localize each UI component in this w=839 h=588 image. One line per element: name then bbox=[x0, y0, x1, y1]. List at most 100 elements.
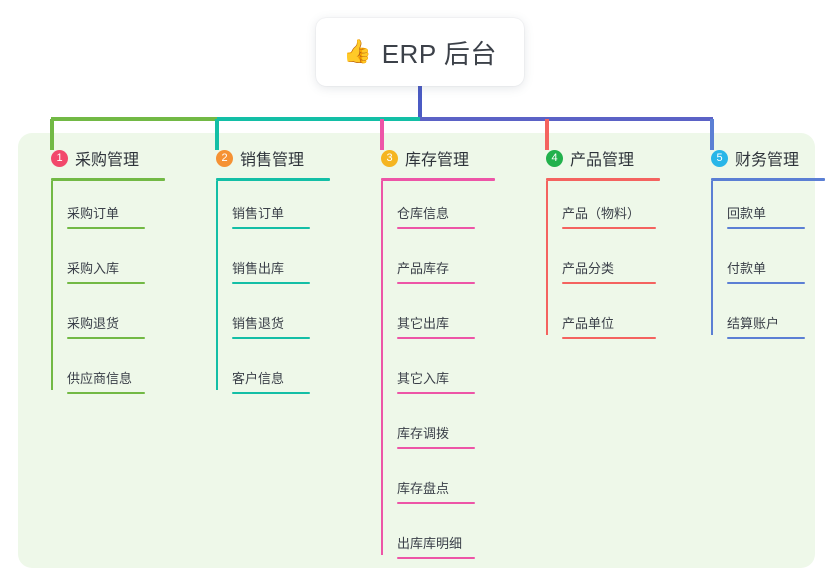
leaf-underline bbox=[727, 227, 805, 229]
column-spine-4 bbox=[546, 181, 548, 335]
root-title: ERP 后台 bbox=[381, 38, 497, 69]
column-spine-2 bbox=[216, 181, 218, 390]
leaf-underline bbox=[397, 282, 475, 284]
column-title-3: 库存管理 bbox=[405, 152, 470, 169]
diagram-panel bbox=[18, 133, 815, 568]
leaf-label: 付款单 bbox=[727, 261, 767, 276]
column-spine-3 bbox=[381, 181, 383, 555]
column-items-2: 销售订单销售出库销售退货客户信息 bbox=[198, 181, 348, 396]
column-underline-1 bbox=[51, 178, 165, 181]
leaf-label: 出库库明细 bbox=[397, 536, 463, 551]
column-spine-1 bbox=[51, 181, 53, 390]
leaf-item[interactable]: 其它出库 bbox=[381, 313, 475, 339]
column-title-1: 采购管理 bbox=[75, 152, 140, 169]
column-underline-3 bbox=[381, 178, 495, 181]
leaf-item[interactable]: 其它入库 bbox=[381, 368, 475, 394]
leaf-underline bbox=[232, 337, 310, 339]
leaf-label: 其它入库 bbox=[397, 371, 450, 386]
leaf-item[interactable]: 销售出库 bbox=[216, 258, 310, 284]
leaf-item[interactable]: 库存调拨 bbox=[381, 423, 475, 449]
thumbs-up-icon: 👍 bbox=[343, 38, 372, 65]
leaf-label: 结算账户 bbox=[727, 316, 780, 331]
leaf-label: 销售退货 bbox=[232, 316, 285, 331]
leaf-underline bbox=[397, 557, 475, 559]
leaf-item[interactable]: 库存盘点 bbox=[381, 478, 475, 504]
column-badge-1: 1 bbox=[51, 149, 68, 167]
column-items-1: 采购订单采购入库采购退货供应商信息 bbox=[33, 181, 183, 396]
leaf-item[interactable]: 付款单 bbox=[711, 258, 805, 284]
leaf-item[interactable]: 采购入库 bbox=[51, 258, 145, 284]
column-1: 1 采购管理采购订单采购入库采购退货供应商信息 bbox=[33, 146, 183, 396]
leaf-underline bbox=[562, 337, 656, 339]
leaf-label: 库存盘点 bbox=[397, 481, 450, 496]
leaf-underline bbox=[562, 282, 656, 284]
column-badge-2: 2 bbox=[216, 149, 233, 167]
column-items-5: 回款单付款单结算账户 bbox=[693, 181, 839, 341]
leaf-item[interactable]: 客户信息 bbox=[216, 368, 310, 394]
root-node[interactable]: 👍 ERP 后台 bbox=[316, 18, 524, 86]
leaf-underline bbox=[232, 282, 310, 284]
column-header-3[interactable]: 3 库存管理 bbox=[363, 146, 523, 170]
leaf-item[interactable]: 产品单位 bbox=[546, 313, 656, 339]
leaf-underline bbox=[397, 392, 475, 394]
leaf-underline bbox=[232, 227, 310, 229]
leaf-label: 产品单位 bbox=[562, 316, 615, 331]
leaf-item[interactable]: 销售退货 bbox=[216, 313, 310, 339]
leaf-underline bbox=[727, 337, 805, 339]
leaf-underline bbox=[397, 227, 475, 229]
leaf-underline bbox=[397, 502, 475, 504]
leaf-underline bbox=[67, 282, 145, 284]
leaf-label: 销售订单 bbox=[232, 206, 285, 221]
leaf-underline bbox=[67, 227, 145, 229]
column-badge-4: 4 bbox=[546, 149, 563, 167]
leaf-underline bbox=[397, 447, 475, 449]
column-underline-5 bbox=[711, 178, 825, 181]
leaf-label: 产品分类 bbox=[562, 261, 615, 276]
column-title-5: 财务管理 bbox=[735, 152, 800, 169]
leaf-underline bbox=[232, 392, 310, 394]
column-header-1[interactable]: 1 采购管理 bbox=[33, 146, 183, 170]
leaf-item[interactable]: 采购退货 bbox=[51, 313, 145, 339]
leaf-item[interactable]: 结算账户 bbox=[711, 313, 805, 339]
leaf-item[interactable]: 供应商信息 bbox=[51, 368, 145, 394]
leaf-label: 回款单 bbox=[727, 206, 767, 221]
leaf-label: 采购退货 bbox=[67, 316, 120, 331]
leaf-item[interactable]: 产品库存 bbox=[381, 258, 475, 284]
column-3: 3 库存管理仓库信息产品库存其它出库其它入库库存调拨库存盘点出库库明细 bbox=[363, 146, 523, 561]
leaf-label: 产品库存 bbox=[397, 261, 450, 276]
leaf-item[interactable]: 销售订单 bbox=[216, 203, 310, 229]
leaf-label: 库存调拨 bbox=[397, 426, 450, 441]
leaf-item[interactable]: 产品（物料） bbox=[546, 203, 656, 229]
leaf-underline bbox=[727, 282, 805, 284]
leaf-underline bbox=[397, 337, 475, 339]
leaf-label: 销售出库 bbox=[232, 261, 285, 276]
column-badge-5: 5 bbox=[711, 149, 728, 167]
leaf-label: 供应商信息 bbox=[67, 371, 133, 386]
column-items-4: 产品（物料） 产品分类产品单位 bbox=[528, 181, 688, 341]
column-5: 5 财务管理回款单付款单结算账户 bbox=[693, 146, 839, 341]
leaf-underline bbox=[67, 392, 145, 394]
leaf-label: 采购入库 bbox=[67, 261, 120, 276]
leaf-item[interactable]: 采购订单 bbox=[51, 203, 145, 229]
column-underline-2 bbox=[216, 178, 330, 181]
leaf-label: 仓库信息 bbox=[397, 206, 450, 221]
leaf-label: 客户信息 bbox=[232, 371, 285, 386]
column-items-3: 仓库信息产品库存其它出库其它入库库存调拨库存盘点出库库明细 bbox=[363, 181, 523, 561]
column-title-4: 产品管理 bbox=[570, 152, 635, 169]
leaf-item[interactable]: 回款单 bbox=[711, 203, 805, 229]
leaf-item[interactable]: 出库库明细 bbox=[381, 533, 475, 559]
column-badge-3: 3 bbox=[381, 149, 398, 167]
column-header-5[interactable]: 5 财务管理 bbox=[693, 146, 839, 170]
column-4: 4 产品管理产品（物料） 产品分类产品单位 bbox=[528, 146, 688, 341]
leaf-label: 产品（物料） bbox=[562, 206, 641, 221]
leaf-item[interactable]: 产品分类 bbox=[546, 258, 656, 284]
leaf-label: 其它出库 bbox=[397, 316, 450, 331]
leaf-item[interactable]: 仓库信息 bbox=[381, 203, 475, 229]
leaf-label: 采购订单 bbox=[67, 206, 120, 221]
root-node-content: 👍 ERP 后台 bbox=[343, 34, 497, 71]
column-underline-4 bbox=[546, 178, 660, 181]
column-header-4[interactable]: 4 产品管理 bbox=[528, 146, 688, 170]
